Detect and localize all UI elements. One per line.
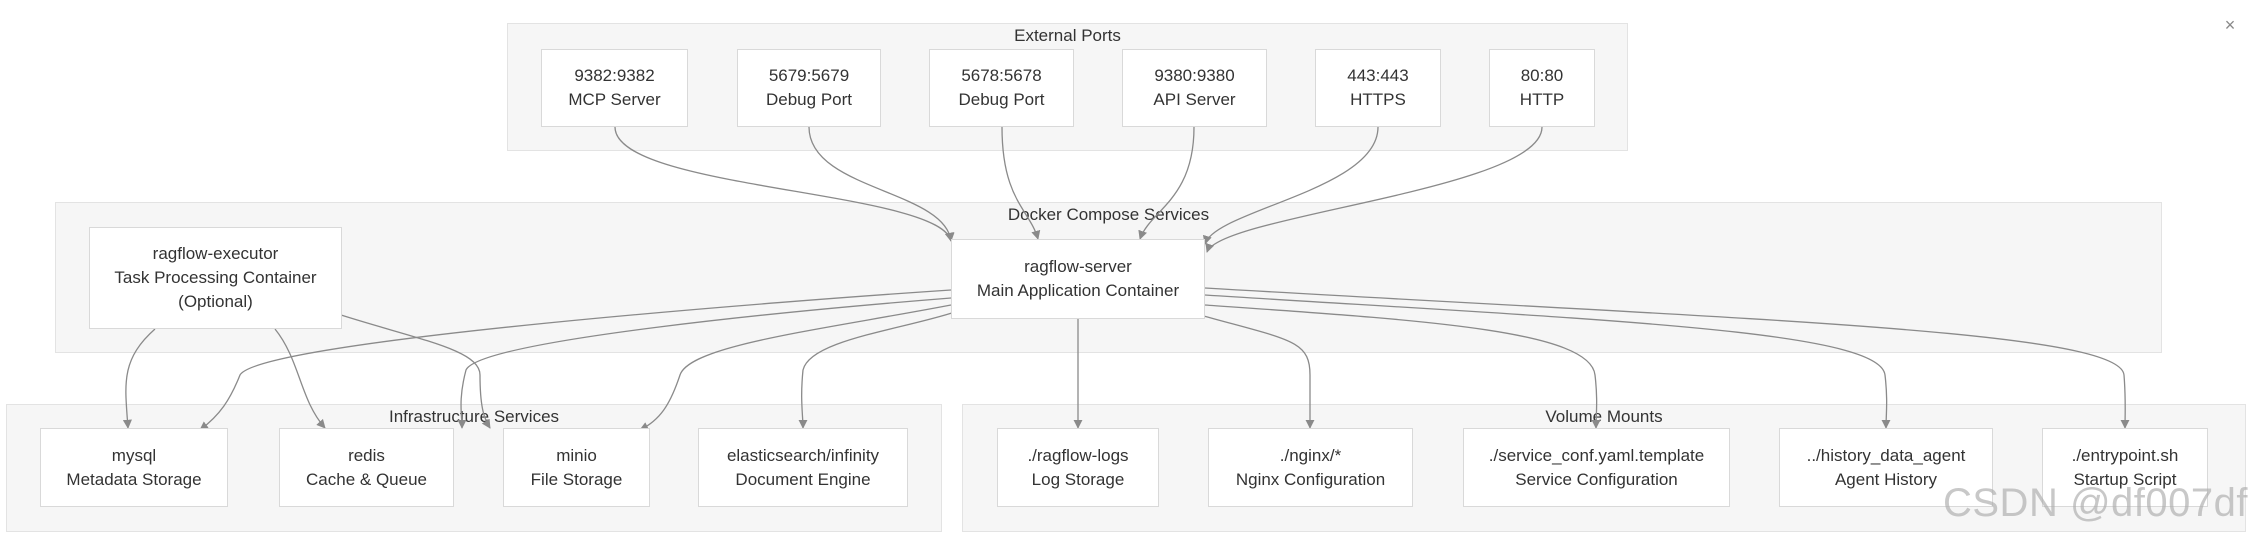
close-icon[interactable]: × bbox=[2224, 15, 2236, 35]
volume-desc: Nginx Configuration bbox=[1235, 469, 1386, 489]
volume-desc: Log Storage bbox=[1031, 469, 1125, 489]
volume-path: ./nginx/* bbox=[1279, 445, 1342, 465]
infra-desc: Document Engine bbox=[735, 469, 871, 489]
volume-path: ./entrypoint.sh bbox=[2071, 445, 2179, 465]
port-value: 5679:5679 bbox=[768, 66, 850, 85]
executor-node: ragflow-executor Task Processing Contain… bbox=[89, 227, 342, 329]
watermark-text: CSDN @df007df bbox=[1942, 481, 2248, 525]
infra-node-minio: minio File Storage bbox=[503, 428, 650, 507]
executor-desc: Task Processing Container bbox=[114, 268, 317, 287]
port-node-debug-5678: 5678:5678 Debug Port bbox=[929, 49, 1074, 127]
port-label: Debug Port bbox=[958, 90, 1045, 109]
volume-desc: Service Configuration bbox=[1515, 469, 1678, 489]
group-title-docker-compose: Docker Compose Services bbox=[1007, 205, 1210, 224]
port-node-debug-5679: 5679:5679 Debug Port bbox=[737, 49, 881, 127]
volume-path: ./service_conf.yaml.template bbox=[1488, 445, 1705, 465]
port-node-api: 9380:9380 API Server bbox=[1122, 49, 1267, 127]
volume-path: ../history_data_agent bbox=[1806, 445, 1966, 465]
port-value: 5678:5678 bbox=[961, 66, 1042, 85]
volume-node-nginx: ./nginx/* Nginx Configuration bbox=[1208, 428, 1413, 507]
port-label: API Server bbox=[1153, 90, 1236, 109]
port-label: Debug Port bbox=[766, 90, 852, 109]
executor-optional: (Optional) bbox=[178, 292, 253, 311]
port-node-mcp: 9382:9382 MCP Server bbox=[541, 49, 688, 127]
group-title-volume-mounts: Volume Mounts bbox=[1545, 407, 1663, 426]
infra-desc: File Storage bbox=[530, 469, 623, 489]
infra-name: elasticsearch/infinity bbox=[726, 445, 880, 465]
infra-node-elastic: elasticsearch/infinity Document Engine bbox=[698, 428, 908, 507]
volume-node-history: ../history_data_agent Agent History bbox=[1779, 428, 1993, 507]
group-title-infrastructure: Infrastructure Services bbox=[388, 407, 560, 426]
volume-node-logs: ./ragflow-logs Log Storage bbox=[997, 428, 1159, 507]
executor-name: ragflow-executor bbox=[152, 244, 279, 263]
port-node-http: 80:80 HTTP bbox=[1489, 49, 1595, 127]
port-value: 443:443 bbox=[1347, 66, 1409, 85]
port-value: 9382:9382 bbox=[574, 66, 655, 85]
infra-desc: Cache & Queue bbox=[306, 469, 427, 489]
volume-desc: Startup Script bbox=[2073, 469, 2177, 489]
server-node: ragflow-server Main Application Containe… bbox=[951, 239, 1205, 319]
server-desc: Main Application Container bbox=[976, 281, 1180, 300]
port-value: 9380:9380 bbox=[1154, 66, 1235, 85]
volume-desc: Agent History bbox=[1834, 469, 1938, 489]
port-label: MCP Server bbox=[568, 90, 661, 109]
volume-node-service-conf: ./service_conf.yaml.template Service Con… bbox=[1463, 428, 1730, 507]
infra-node-mysql: mysql Metadata Storage bbox=[40, 428, 228, 507]
infra-name: redis bbox=[348, 445, 385, 465]
port-label: HTTP bbox=[1519, 90, 1565, 109]
infra-name: mysql bbox=[111, 445, 157, 465]
port-label: HTTPS bbox=[1350, 90, 1406, 109]
volume-node-entrypoint: ./entrypoint.sh Startup Script bbox=[2042, 428, 2208, 507]
infra-name: minio bbox=[556, 445, 597, 465]
infra-desc: Metadata Storage bbox=[66, 469, 202, 489]
server-name: ragflow-server bbox=[1024, 257, 1132, 276]
group-title-external-ports: External Ports bbox=[1014, 26, 1121, 45]
port-value: 80:80 bbox=[1520, 66, 1564, 85]
port-node-https: 443:443 HTTPS bbox=[1315, 49, 1441, 127]
infra-node-redis: redis Cache & Queue bbox=[279, 428, 454, 507]
volume-path: ./ragflow-logs bbox=[1027, 445, 1129, 465]
